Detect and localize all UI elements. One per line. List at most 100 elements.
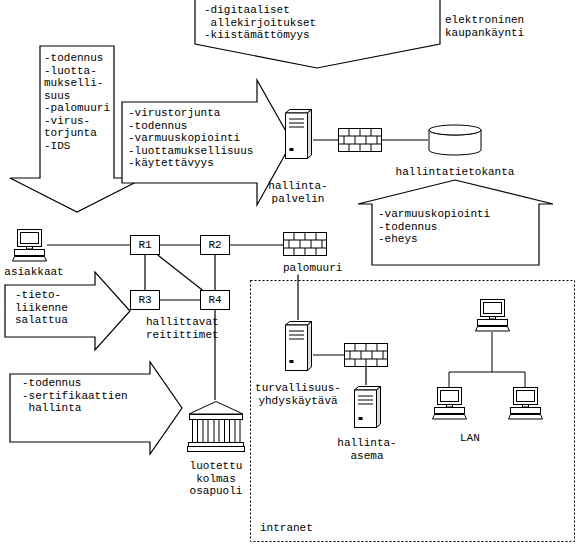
node-text: R2 xyxy=(200,239,230,252)
shape-part xyxy=(189,443,244,447)
shape-part xyxy=(193,420,198,443)
node-text-box: -todennus-sertifikaattien hallinta xyxy=(22,377,144,415)
shape-part xyxy=(251,281,575,542)
shape-part xyxy=(284,233,327,256)
server-icon-outline xyxy=(283,108,313,160)
shape-part xyxy=(441,391,459,402)
node-text: hallintatietokanta xyxy=(393,166,517,179)
shape-part xyxy=(476,327,510,332)
node-text: R3 xyxy=(130,294,160,307)
shape-part xyxy=(290,360,294,363)
block-arrow: -todennus-sertifikaattien hallinta xyxy=(10,362,182,454)
shape-part xyxy=(21,233,39,244)
shape-part xyxy=(214,420,219,443)
node-text-box: hallinta- palvelin xyxy=(267,180,329,205)
shape-part xyxy=(514,388,538,405)
shape-part xyxy=(433,415,467,420)
connector xyxy=(230,244,283,245)
firewall-bricks xyxy=(338,128,382,152)
connector xyxy=(160,244,200,245)
shape-part xyxy=(10,362,182,454)
node-text-box: luotettu kolmas osapuoli xyxy=(185,460,247,498)
shape-part xyxy=(27,247,33,250)
router-box: R4 xyxy=(200,290,230,310)
shape-part xyxy=(355,390,377,428)
lan-icon-outline xyxy=(430,298,545,448)
shape-part xyxy=(359,417,363,420)
firewall-icon xyxy=(338,128,382,152)
node-text: asiakkaat xyxy=(2,266,66,279)
node-text-box: palomuuri xyxy=(283,262,345,275)
lan-icon: LAN xyxy=(430,298,545,448)
shape-part xyxy=(490,317,496,320)
shape-part xyxy=(481,300,505,317)
shape-part xyxy=(290,148,294,151)
shape-part xyxy=(377,387,381,428)
block-arrow: -virustorjunta-todennus-varmuuskopiointi… xyxy=(122,80,292,205)
firewall-wall xyxy=(339,129,382,152)
node-text-box: -tieto- liikenne salattua xyxy=(15,289,73,327)
database-icon: hallintatietokanta xyxy=(428,124,482,156)
node-text: -luotta- mukselli- suus xyxy=(44,65,114,103)
shape-part xyxy=(203,420,208,443)
node-text-box: R3 xyxy=(130,294,160,307)
server-icon-outline xyxy=(352,385,382,429)
node-text: turvallisuus- yhdyskäytävä xyxy=(251,382,345,407)
shape-part xyxy=(523,405,529,408)
node-text: -todennus xyxy=(22,377,144,390)
node-text-box: hallintatietokanta xyxy=(393,166,517,179)
node-text-box: -virustorjunta-todennus-varmuuskopiointi… xyxy=(128,107,258,170)
shape-part xyxy=(188,447,245,452)
node-text: -eheys xyxy=(378,233,528,246)
shape-part xyxy=(283,232,327,256)
shape-part xyxy=(18,230,42,247)
shape-part xyxy=(225,420,230,443)
shape-part xyxy=(195,0,440,68)
firewall-icon: palomuuri xyxy=(283,232,327,256)
shape-part xyxy=(201,236,230,255)
node-text: -käytettävyys xyxy=(128,157,258,170)
node-text: R4 xyxy=(200,294,230,307)
node-text: intranet xyxy=(260,522,330,535)
shape-part xyxy=(449,332,525,387)
firewall-wall xyxy=(345,344,388,367)
node-text: -sertifikaattien hallinta xyxy=(22,390,144,415)
node-text: LAN xyxy=(460,432,490,445)
shape-part xyxy=(5,272,130,350)
server-icon: turvallisuus- yhdyskäytävä xyxy=(283,320,313,372)
node-text: -tieto- liikenne salattua xyxy=(15,289,73,327)
node-text-box: turvallisuus- yhdyskäytävä xyxy=(251,382,345,407)
shape-part xyxy=(131,236,160,255)
node-text-box: -varmuuskopiointi-todennus-eheys xyxy=(378,208,528,246)
client-icon: asiakkaat xyxy=(12,228,47,262)
shape-part xyxy=(435,408,465,414)
router-box: R2 xyxy=(200,235,230,255)
node-text: -todennus xyxy=(378,221,528,234)
group-label: hallittavat reitittimet xyxy=(146,316,230,341)
server-icon: hallinta- palvelin xyxy=(283,108,313,160)
node-text-box: hallinta- asema xyxy=(336,437,398,462)
shape-part xyxy=(438,388,462,405)
node-text: -virus- torjunta xyxy=(44,115,114,140)
node-text: -IDS xyxy=(44,140,114,153)
node-text: palomuuri xyxy=(283,262,345,275)
shape-part xyxy=(511,408,541,414)
connector xyxy=(160,299,200,300)
node-text-box: intranet xyxy=(260,522,330,535)
annotation-label: elektroninen kaupankäynti xyxy=(445,14,535,39)
node-text-box: -digitaaliset allekirjoitukset-kiistämät… xyxy=(204,4,329,42)
connector xyxy=(47,244,130,245)
node-text: -kiistämättömyys xyxy=(204,29,329,42)
shape-part xyxy=(286,113,308,159)
node-text: -varmuuskopiointi xyxy=(128,132,258,145)
block-arrow: -varmuuskopiointi-todennus-eheys xyxy=(358,180,553,265)
node-text-box: LAN xyxy=(460,432,490,445)
node-text: -varmuuskopiointi xyxy=(378,208,528,221)
node-text: -palomuuri xyxy=(44,102,114,115)
shape-part xyxy=(122,80,292,205)
shape-part xyxy=(189,402,243,415)
shape-part xyxy=(190,415,243,420)
connector xyxy=(144,255,145,290)
server-icon-outline xyxy=(283,320,313,372)
connector xyxy=(158,255,203,290)
